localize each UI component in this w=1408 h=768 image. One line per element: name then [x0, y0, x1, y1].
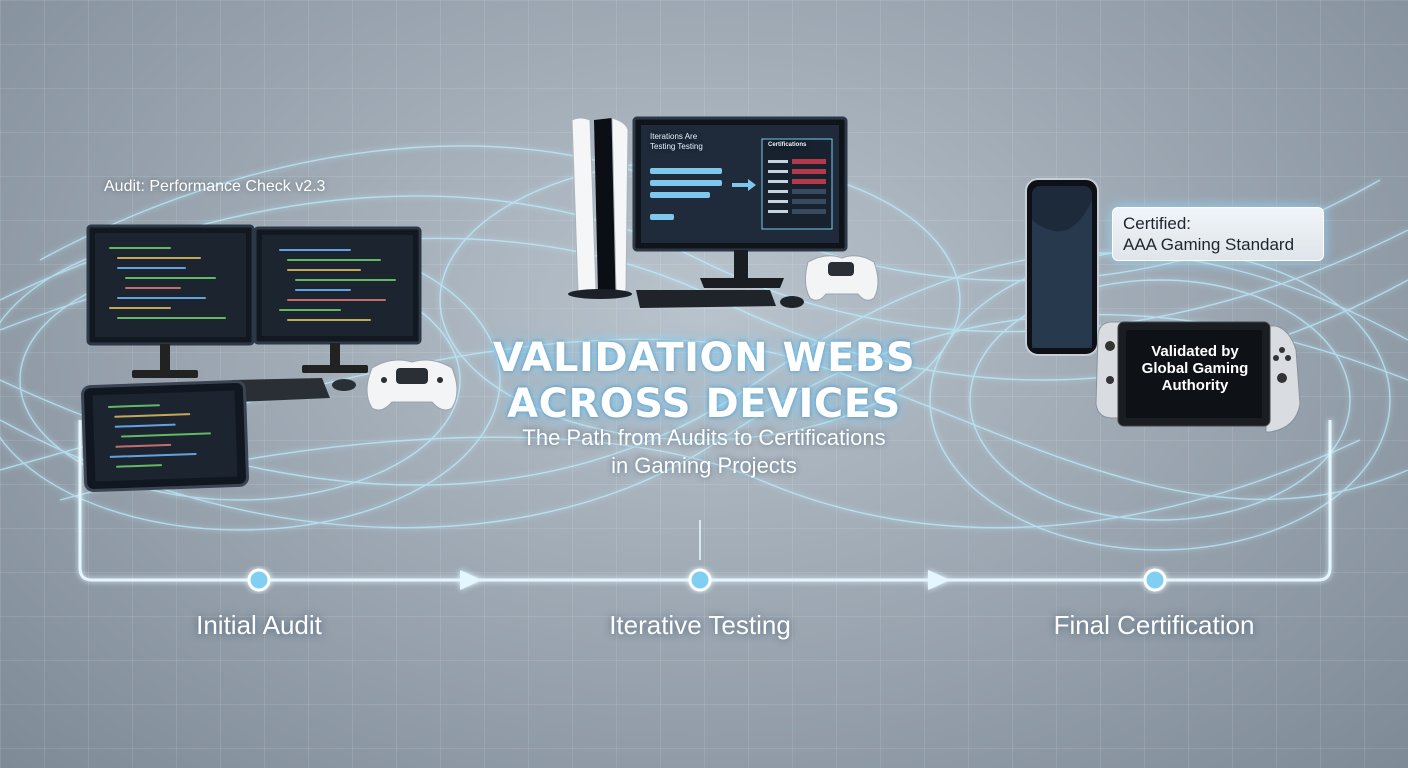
stage-final-certification: Final Certification — [1053, 610, 1255, 640]
center-monitor — [632, 116, 848, 288]
handheld-line3: Authority — [1161, 377, 1229, 394]
subheadline-line2: in Gaming Projects — [611, 453, 797, 478]
headline-line2: ACROSS DEVICES — [507, 381, 901, 427]
center-monitor-title: Iterations Are Testing Testing — [650, 132, 703, 152]
tablet — [81, 379, 249, 493]
handheld-line1: Validated by — [1151, 343, 1239, 360]
handheld-console — [1095, 321, 1301, 433]
certified-badge: Certified: AAA Gaming Standard — [1112, 207, 1324, 261]
headline: VALIDATION WEBS ACROSS DEVICES — [434, 335, 974, 427]
center-monitor-title-line1: Iterations Are — [650, 132, 698, 141]
stage-initial-audit: Initial Audit — [196, 610, 322, 640]
left-monitor — [86, 224, 255, 378]
headline-line1: VALIDATION WEBS — [492, 335, 916, 381]
console — [568, 117, 632, 299]
subheadline: The Path from Audits to Certifications i… — [434, 424, 974, 480]
certified-line1: Certified: — [1123, 214, 1192, 233]
subheadline-line1: The Path from Audits to Certifications — [522, 425, 886, 450]
keyboard-center — [636, 290, 804, 308]
certifications-panel-header: Certifications — [768, 142, 807, 148]
handheld-screen-text: Validated by Global Gaming Authority — [1130, 343, 1260, 394]
center-monitor-title-line2: Testing Testing — [650, 142, 703, 151]
audit-label: Audit: Performance Check v2.3 — [104, 178, 326, 195]
stage-iterative-testing: Iterative Testing — [609, 610, 791, 640]
certified-line2: AAA Gaming Standard — [1123, 235, 1295, 254]
gamepad-left — [366, 359, 458, 411]
handheld-line2: Global Gaming — [1141, 360, 1249, 377]
smartphone — [1025, 178, 1099, 356]
gamepad-center — [804, 255, 879, 301]
keyboard — [232, 378, 356, 402]
